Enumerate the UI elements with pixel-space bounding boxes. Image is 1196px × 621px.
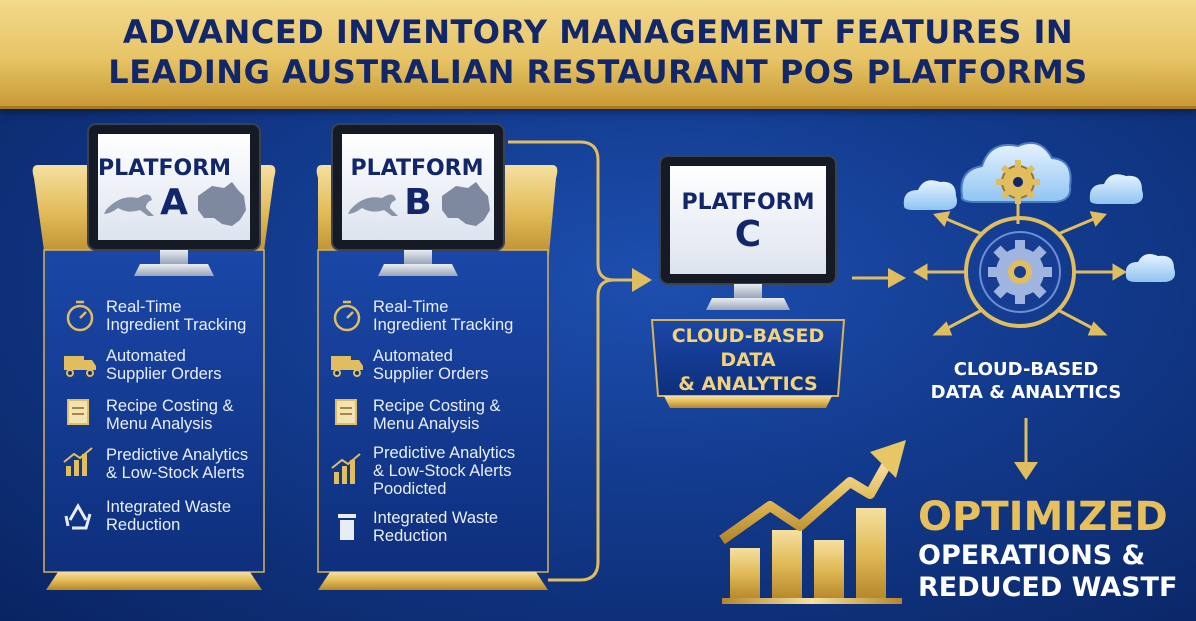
- outcome-line-2: OPERATIONS &: [918, 540, 1146, 571]
- platform-b-word: PLATFORM: [350, 156, 484, 181]
- outcome-line-3: REDUCED WASTF: [918, 572, 1178, 603]
- radial-arrows: [913, 211, 1127, 336]
- cloud-caption: CLOUD-BASED DATA & ANALYTICS: [930, 359, 1122, 403]
- platform-c-word: PLATFORM: [681, 190, 815, 215]
- arrow-to-cloud: [852, 268, 906, 288]
- title-line-2: LEADING AUSTRALIAN RESTAURANT POS PLATFO…: [108, 53, 1088, 91]
- feature-b-3: Recipe Costing &Menu Analysis: [373, 397, 501, 433]
- growth-chart-icon: [719, 440, 906, 604]
- outcome-headline: OPTIMIZED: [918, 494, 1168, 540]
- title-banner: ADVANCED INVENTORY MANAGEMENT FEATURES I…: [0, 0, 1196, 109]
- monitor-c: [650, 155, 846, 408]
- arrow-head: [632, 268, 652, 292]
- feature-a-3: Recipe Costing &Menu Analysis: [106, 397, 234, 433]
- platform-c-caption: CLOUD-BASED DATA & ANALYTICS: [671, 325, 825, 395]
- platform-c-letter: C: [734, 214, 762, 255]
- title-line-1: ADVANCED INVENTORY MANAGEMENT FEATURES I…: [122, 13, 1074, 51]
- platform-a-word: PLATFORM: [98, 156, 232, 181]
- connector-arrow: [508, 140, 640, 582]
- feature-a-4: Predictive Analytics& Low-Stock Alerts: [106, 446, 249, 482]
- platform-a-letter: A: [160, 182, 188, 223]
- gear-icon: [996, 160, 1040, 224]
- platform-b-letter: B: [404, 182, 432, 223]
- down-arrow: [1014, 418, 1038, 480]
- analytics-hub: [964, 216, 1076, 328]
